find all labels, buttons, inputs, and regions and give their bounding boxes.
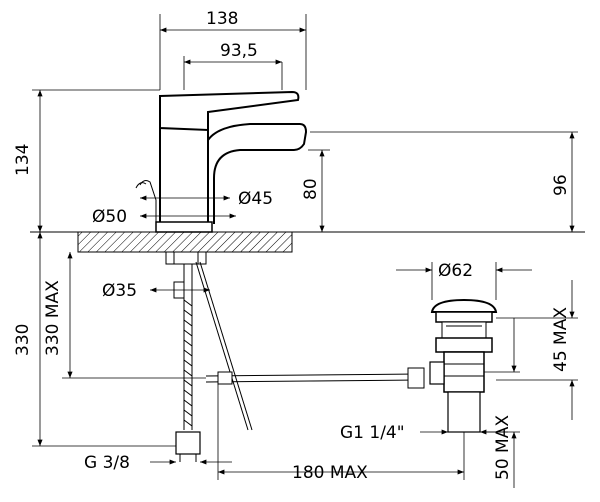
label-80: 80: [301, 178, 321, 200]
drain-assembly: [429, 298, 498, 433]
label-dia-50: Ø50: [92, 207, 127, 227]
label-330-max: 330 MAX: [43, 280, 63, 356]
supply-hose: [165, 251, 253, 462]
dimension-lines: [32, 14, 578, 488]
label-dia-62: Ø62: [438, 261, 473, 281]
label-180-max: 180 MAX: [292, 463, 368, 483]
label-134: 134: [13, 144, 33, 176]
label-96: 96: [551, 174, 571, 196]
label-45-max: 45 MAX: [551, 307, 571, 372]
faucet-body: [135, 90, 308, 233]
drain-linkage: [205, 367, 425, 389]
label-dia-45: Ø45: [238, 189, 273, 209]
countertop: [30, 231, 585, 253]
label-330: 330: [13, 324, 33, 356]
label-93-5: 93,5: [220, 41, 258, 61]
label-50-max: 50 MAX: [493, 415, 513, 480]
label-g-3-8: G 3/8: [84, 453, 130, 473]
label-g1-1-4: G1 1/4": [340, 423, 405, 443]
label-138: 138: [206, 9, 238, 29]
label-dia-35: Ø35: [102, 281, 137, 301]
dimension-labels: 138 93,5 134 96 80 Ø45 Ø50 Ø35 Ø62 330 3…: [13, 9, 571, 483]
